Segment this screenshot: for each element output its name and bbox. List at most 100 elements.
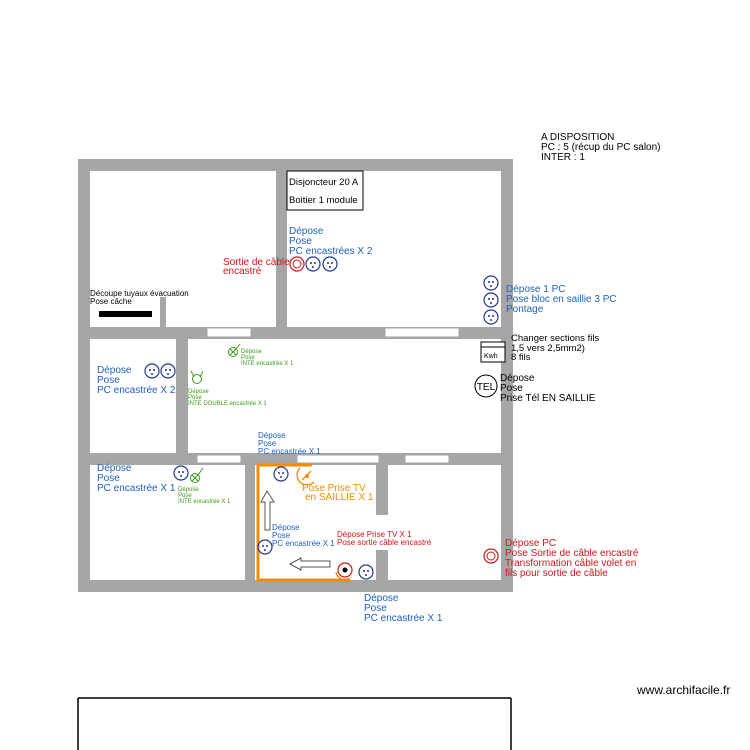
label-line: Pose: [97, 375, 120, 386]
double-switch-icon: [190, 370, 204, 384]
outlet-icon: [273, 466, 289, 482]
kwh-text: Kwh: [484, 353, 498, 360]
wall-top: [78, 159, 513, 171]
label-line: Pose Sortie de câble encastré: [505, 548, 639, 559]
panel-box: [286, 170, 364, 211]
wall-lower-right-divider-top: [376, 465, 388, 515]
tv-socket-icon: [296, 467, 315, 486]
outlet-icon: [173, 465, 189, 481]
label-line: Pose: [272, 531, 291, 540]
label-line: encastré: [223, 266, 262, 277]
label-line: Sortie de câble: [223, 257, 290, 268]
cable-path: [256, 463, 350, 582]
wall-bottom: [78, 580, 513, 592]
label-line: Dépose: [364, 593, 399, 604]
label-line: INTE encastrée X 1: [178, 499, 231, 505]
label-bottom-left-switch: Dépose Pose INTE encastrée X 1: [178, 487, 231, 505]
label-tv-depose: Dépose Prise TV X 1 Pose sortie câble en…: [337, 530, 432, 547]
availability-header: A DISPOSITION PC : 5 (récup du PC salon)…: [541, 132, 661, 163]
label-line: Pose: [97, 473, 120, 484]
label-line: Pose: [241, 355, 255, 361]
label-line: 8 fils: [511, 352, 531, 363]
label-line: Dépose: [188, 389, 209, 395]
header-line-2: PC : 5 (récup du PC salon): [541, 142, 661, 153]
label-right-bottom: Dépose PC Pose Sortie de câble encastré …: [505, 538, 639, 579]
label-line: Pose: [500, 383, 523, 394]
label-line: PC encastrée X 1: [272, 539, 335, 548]
label-line: Dépose: [500, 373, 535, 384]
title-block-frame: [77, 697, 512, 750]
kwh-meter: Kwh: [480, 341, 506, 363]
label-line: PC encastrées X 2: [289, 246, 373, 257]
outlet-group-left-middle: [144, 363, 176, 379]
evacuation-label: Découpe tuyaux évacuation Pose câche: [90, 289, 189, 306]
label-line: en SAILLIE X 1: [305, 492, 374, 503]
panel-line-1: Disjoncteur 20 A: [289, 177, 359, 188]
wall-stub: [160, 297, 166, 327]
label-line: Pose Prise TV: [302, 483, 366, 494]
label-line: Dépose: [241, 349, 262, 355]
switch-icon: [190, 467, 204, 483]
outlet-icon: [305, 256, 321, 272]
label-top-middle: Dépose Pose PC encastrées X 2: [289, 226, 373, 257]
outlet-icon: [483, 309, 499, 325]
arrow-left-icon: [288, 557, 331, 571]
label-line: Dépose: [178, 487, 199, 493]
label-line: Pose: [188, 395, 202, 401]
label-line: Pose câche: [90, 297, 132, 306]
electrical-panel: Disjoncteur 20 A Boitier 1 module: [286, 170, 364, 211]
opening-5: [404, 454, 450, 464]
label-line: Pose bloc en saillie 3 PC: [506, 294, 617, 305]
label-left-middle: Dépose Pose PC encastrée X 2: [97, 365, 176, 396]
label-line: Pontage: [506, 304, 544, 315]
header-line-3: INTER : 1: [541, 152, 585, 163]
wall-middle-vertical: [176, 339, 188, 453]
tv-cable-exit-icon: [335, 562, 353, 581]
label-switch-top: Dépose Pose INTE encastrée X 1: [241, 349, 294, 367]
label-line: Dépose: [97, 463, 132, 474]
label-line: INTE DOUBLE encastrée X 1: [188, 401, 267, 407]
label-line: Dépose PC: [505, 538, 556, 549]
wall-left: [78, 159, 90, 592]
opening-1: [206, 327, 252, 338]
outlet-icon: [322, 256, 338, 272]
cable-exit-icon: [289, 256, 305, 272]
label-bottom-pc: Dépose Pose PC encastrée X 1: [364, 593, 443, 624]
panel-line-2: Boitier 1 module: [289, 195, 358, 206]
label-tv-pose: Pose Prise TV en SAILLIE X 1: [302, 483, 374, 503]
label-switch-double: Dépose Pose INTE DOUBLE encastrée X 1: [188, 389, 267, 407]
label-line: fils pour sortie de câble: [505, 568, 608, 579]
arrow-up-icon: [260, 490, 275, 531]
opening-4: [296, 454, 380, 464]
label-line: PC encastrée X 1: [258, 447, 321, 456]
label-line: Pose: [178, 493, 192, 499]
openings: [196, 327, 460, 464]
label-line: PC encastrée X 1: [364, 613, 443, 624]
walls: [78, 159, 513, 592]
label-line: PC encastrée X 2: [97, 385, 176, 396]
wall-upper-divider: [276, 171, 287, 327]
label-right-top: Dépose 1 PC Pose bloc en saillie 3 PC Po…: [506, 284, 617, 315]
label-cable-exit-top: Sortie de câble encastré: [223, 257, 290, 277]
label-inner-pc: Dépose Pose PC encastrée X 1: [272, 523, 335, 548]
label-line: Pose: [364, 603, 387, 614]
outlet-icon: [160, 363, 176, 379]
label-line: Transformation câble volet en: [505, 558, 636, 569]
outlet-icon: [144, 363, 160, 379]
label-line: Prise Tél EN SAILLIE: [500, 393, 596, 404]
label-sections: Changer sections fils 1,5 vers 2,5mm2) 8…: [511, 333, 599, 363]
label-line: Dépose: [272, 523, 300, 532]
label-bottom-left-pc: Dépose Pose PC encastrée X 1: [97, 463, 176, 494]
outlet-icon: [358, 564, 374, 580]
label-line: Pose: [258, 439, 277, 448]
cable-exit-icon: [483, 548, 499, 564]
outlet-icon: [483, 275, 499, 291]
opening-3: [196, 454, 242, 464]
outlet-icon: [483, 292, 499, 308]
label-line: INTE encastrée X 1: [241, 361, 294, 367]
label-line: Pose sortie câble encastré: [337, 538, 432, 547]
label-line: Pose: [289, 236, 312, 247]
telephone-outlet: TEL: [474, 374, 498, 398]
label-line: Dépose: [97, 365, 132, 376]
outlet-icon: [257, 539, 273, 555]
